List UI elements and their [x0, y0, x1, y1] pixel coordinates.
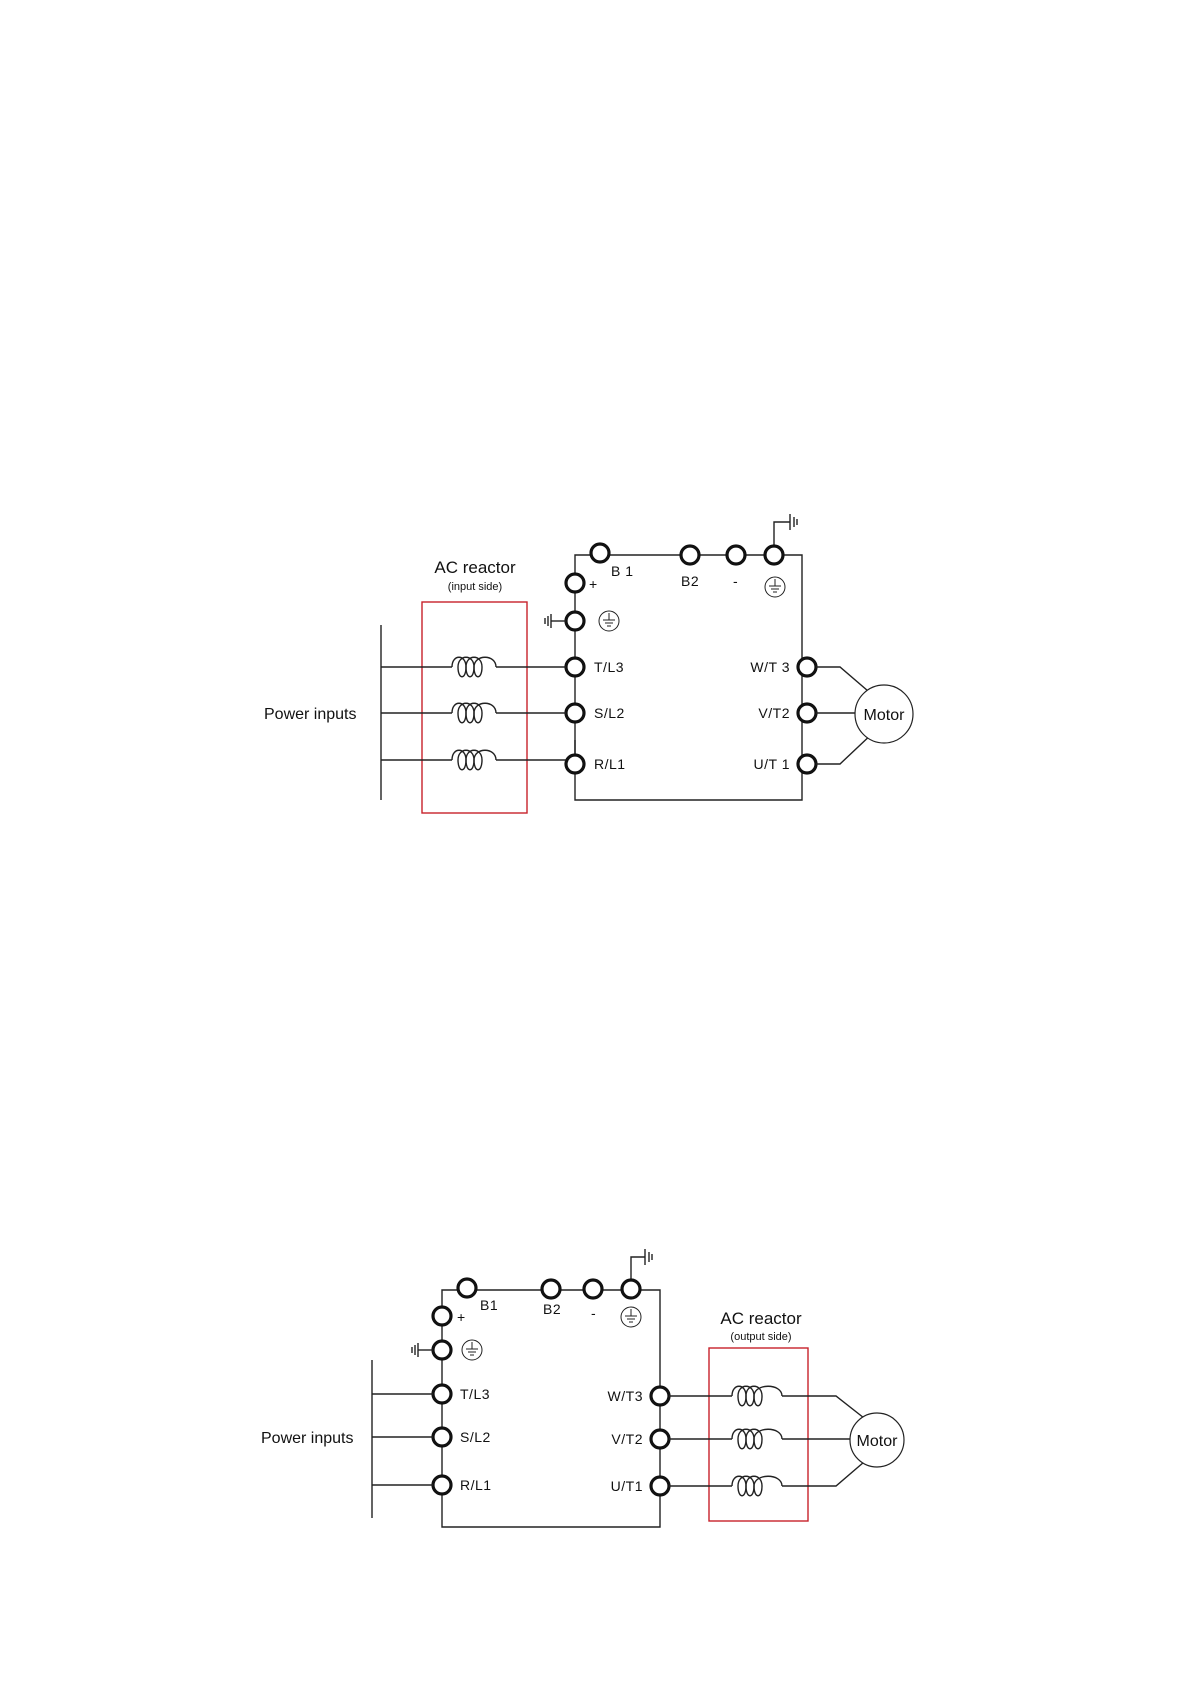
- phase-line-u: [669, 1462, 864, 1496]
- terminal-plus: [433, 1307, 451, 1325]
- phase-line-t: [381, 657, 566, 677]
- terminal-b2: [681, 546, 699, 564]
- ground-icon: [545, 614, 566, 628]
- coil-icon: [732, 1476, 782, 1496]
- label-b2: B2: [543, 1301, 561, 1317]
- diagram-input-reactor: B 1 B2 - + T/L3: [264, 514, 913, 813]
- label-minus: -: [591, 1305, 596, 1321]
- label-ut1: U/T 1: [754, 756, 790, 772]
- motor-label: Motor: [864, 707, 906, 724]
- label-vt2: V/T2: [758, 705, 790, 721]
- ground-circle-icon: [599, 611, 619, 631]
- terminal-rl1: [566, 755, 584, 773]
- terminal-plus: [566, 574, 584, 592]
- label-sl2: S/L2: [460, 1429, 491, 1445]
- label-wt3: W/T 3: [750, 659, 790, 675]
- label-wt3: W/T3: [608, 1388, 643, 1404]
- terminal-minus: [727, 546, 745, 564]
- terminal-ut1: [798, 755, 816, 773]
- ground-circle-icon: [621, 1307, 641, 1327]
- terminal-b1: [458, 1279, 476, 1297]
- label-tl3: T/L3: [594, 659, 624, 675]
- ground-icon: [412, 1343, 433, 1357]
- terminal-vt2: [651, 1430, 669, 1448]
- ground-circle-icon: [765, 577, 785, 597]
- terminal-b1: [591, 544, 609, 562]
- phase-line-s: [381, 703, 566, 723]
- motor-label: Motor: [857, 1433, 899, 1450]
- terminal-ground-left: [433, 1341, 451, 1359]
- label-sl2: S/L2: [594, 705, 625, 721]
- terminal-wt3: [798, 658, 816, 676]
- power-inputs-label: Power inputs: [264, 706, 357, 723]
- terminal-minus: [584, 1280, 602, 1298]
- label-b1: B1: [480, 1297, 498, 1313]
- terminal-tl3: [566, 658, 584, 676]
- coil-icon: [452, 703, 496, 723]
- terminal-vt2: [798, 704, 816, 722]
- reactor-subtitle: (input side): [448, 581, 502, 593]
- ground-circle-icon: [462, 1340, 482, 1360]
- label-minus: -: [733, 573, 738, 589]
- coil-icon: [732, 1386, 782, 1406]
- reactor-subtitle: (output side): [730, 1331, 791, 1343]
- label-b2: B2: [681, 573, 699, 589]
- terminal-wt3: [651, 1387, 669, 1405]
- ac-reactor-box: [422, 602, 527, 813]
- terminal-sl2: [433, 1428, 451, 1446]
- coil-icon: [452, 657, 496, 677]
- label-tl3: T/L3: [460, 1386, 490, 1402]
- terminal-sl2: [566, 704, 584, 722]
- diagram-output-reactor: B1 B2 - + T/L3 S/L: [261, 1249, 904, 1527]
- coil-icon: [732, 1429, 782, 1449]
- phase-line-r: [381, 750, 566, 770]
- terminal-ground-top: [622, 1280, 640, 1298]
- label-vt2: V/T2: [611, 1431, 643, 1447]
- label-rl1: R/L1: [460, 1477, 492, 1493]
- label-plus: +: [457, 1309, 466, 1325]
- label-rl1: R/L1: [594, 756, 626, 772]
- label-b1: B 1: [611, 563, 634, 579]
- terminal-b2: [542, 1280, 560, 1298]
- phase-line-v: [669, 1429, 851, 1449]
- terminal-ground-top: [765, 546, 783, 564]
- coil-icon: [452, 750, 496, 770]
- label-ut1: U/T1: [611, 1478, 643, 1494]
- terminal-ut1: [651, 1477, 669, 1495]
- reactor-title: AC reactor: [720, 1309, 802, 1328]
- phase-line-w: [669, 1386, 864, 1418]
- terminal-rl1: [433, 1476, 451, 1494]
- power-inputs-label: Power inputs: [261, 1430, 354, 1447]
- reactor-title: AC reactor: [434, 558, 516, 577]
- terminal-tl3: [433, 1385, 451, 1403]
- terminal-ground-left: [566, 612, 584, 630]
- label-plus: +: [589, 576, 598, 592]
